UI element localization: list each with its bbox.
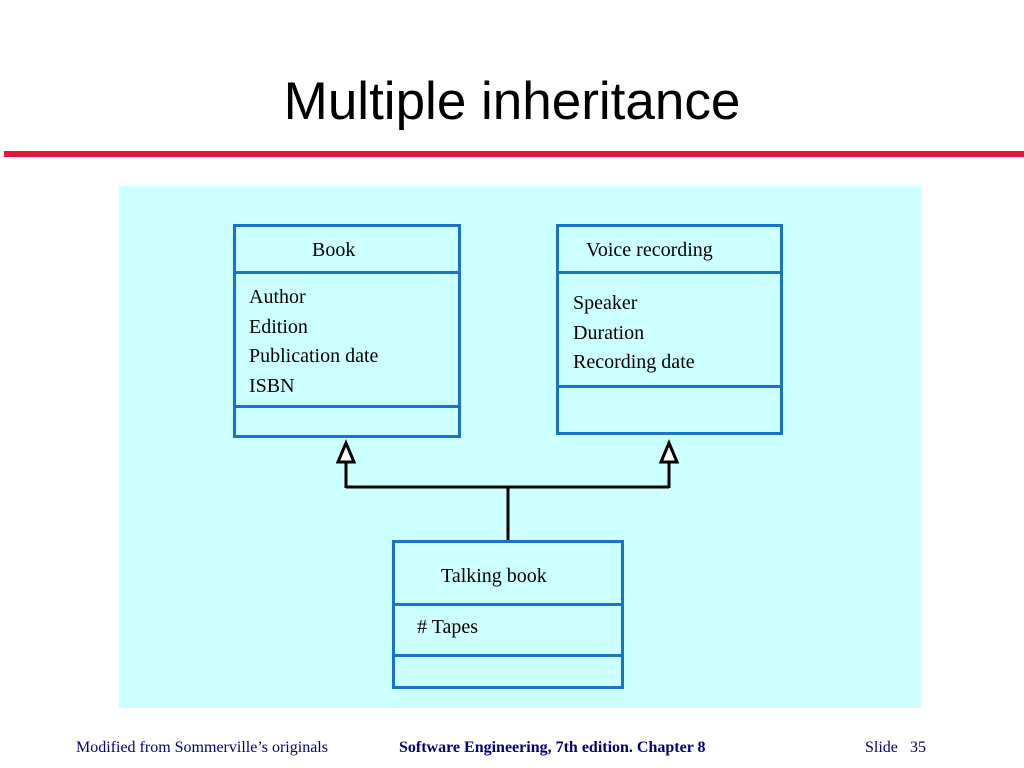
class-talking-book: Talking book # Tapes (392, 540, 624, 689)
class-divider (236, 405, 458, 408)
class-attribute: ISBN (249, 374, 295, 397)
class-divider (395, 603, 621, 606)
class-attribute: Duration (573, 321, 645, 344)
class-voice-recording: Voice recording Speaker Duration Recordi… (556, 224, 783, 435)
class-attribute: Edition (249, 315, 308, 338)
generalization-arrowhead-book (335, 439, 357, 464)
footer-credit: Modified from Sommerville’s originals (76, 739, 328, 756)
class-attribute: Recording date (573, 351, 695, 373)
title-rule (4, 151, 1024, 157)
class-divider (559, 271, 780, 274)
class-attributes: Author Edition Publication date ISBN (249, 283, 378, 401)
footer-slide-number: 35 (910, 739, 926, 756)
class-attributes: Speaker Duration Recording date (573, 289, 695, 378)
footer-book-title: Software Engineering, 7th edition. Chapt… (399, 739, 706, 756)
class-book: Book Author Edition Publication date ISB… (233, 224, 461, 438)
class-attribute: # Tapes (417, 616, 478, 638)
class-attribute: Publication date (249, 345, 379, 367)
class-name: Book (312, 239, 356, 261)
class-attributes: # Tapes (417, 613, 478, 643)
class-name: Voice recording (586, 239, 713, 261)
class-attribute: Author (249, 286, 306, 308)
slide-title: Multiple inheritance (283, 72, 741, 131)
class-name: Talking book (441, 565, 547, 587)
class-divider (559, 385, 780, 388)
generalization-arrowhead-voice-recording (658, 439, 680, 464)
footer-slide-label: Slide (865, 739, 898, 756)
class-attribute: Speaker (573, 292, 638, 314)
class-divider (395, 654, 621, 657)
class-divider (236, 271, 458, 274)
